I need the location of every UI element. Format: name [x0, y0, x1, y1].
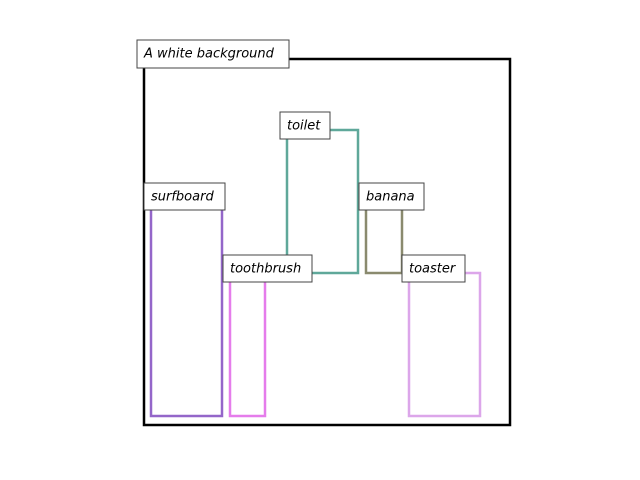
- surfboard-label: surfboard: [143, 182, 226, 211]
- surfboard-label-text: surfboard: [151, 190, 214, 205]
- object-toilet: [285, 128, 360, 275]
- toothbrush-label-box: [222, 254, 313, 283]
- scene-label: A white background: [136, 39, 290, 69]
- banana-label: banana: [358, 182, 425, 211]
- object-toaster: [407, 271, 482, 418]
- object-surfboard: [149, 199, 224, 418]
- toothbrush-box: [228, 271, 267, 418]
- banana-box: [364, 199, 404, 275]
- scene-label-box: [136, 39, 290, 69]
- toothbrush-label-text: toothbrush: [230, 262, 301, 277]
- scene-label-text: A white background: [143, 47, 275, 62]
- toaster-box: [407, 271, 482, 418]
- surfboard-box: [149, 199, 224, 418]
- banana-label-text: banana: [366, 190, 415, 205]
- object-toothbrush: [228, 271, 267, 418]
- toilet-label-text: toilet: [287, 119, 321, 134]
- surfboard-label-box: [143, 182, 226, 211]
- toaster-label-text: toaster: [409, 262, 457, 277]
- toaster-label: toaster: [401, 254, 466, 283]
- scene-group: A white background: [136, 39, 512, 427]
- toothbrush-label: toothbrush: [222, 254, 313, 283]
- toaster-label-box: [401, 254, 466, 283]
- banana-label-box: [358, 182, 425, 211]
- toilet-label: toilet: [279, 111, 331, 140]
- toilet-box: [285, 128, 360, 275]
- object-banana: [364, 199, 404, 275]
- toilet-label-box: [279, 111, 331, 140]
- scene-frame: [142, 57, 512, 427]
